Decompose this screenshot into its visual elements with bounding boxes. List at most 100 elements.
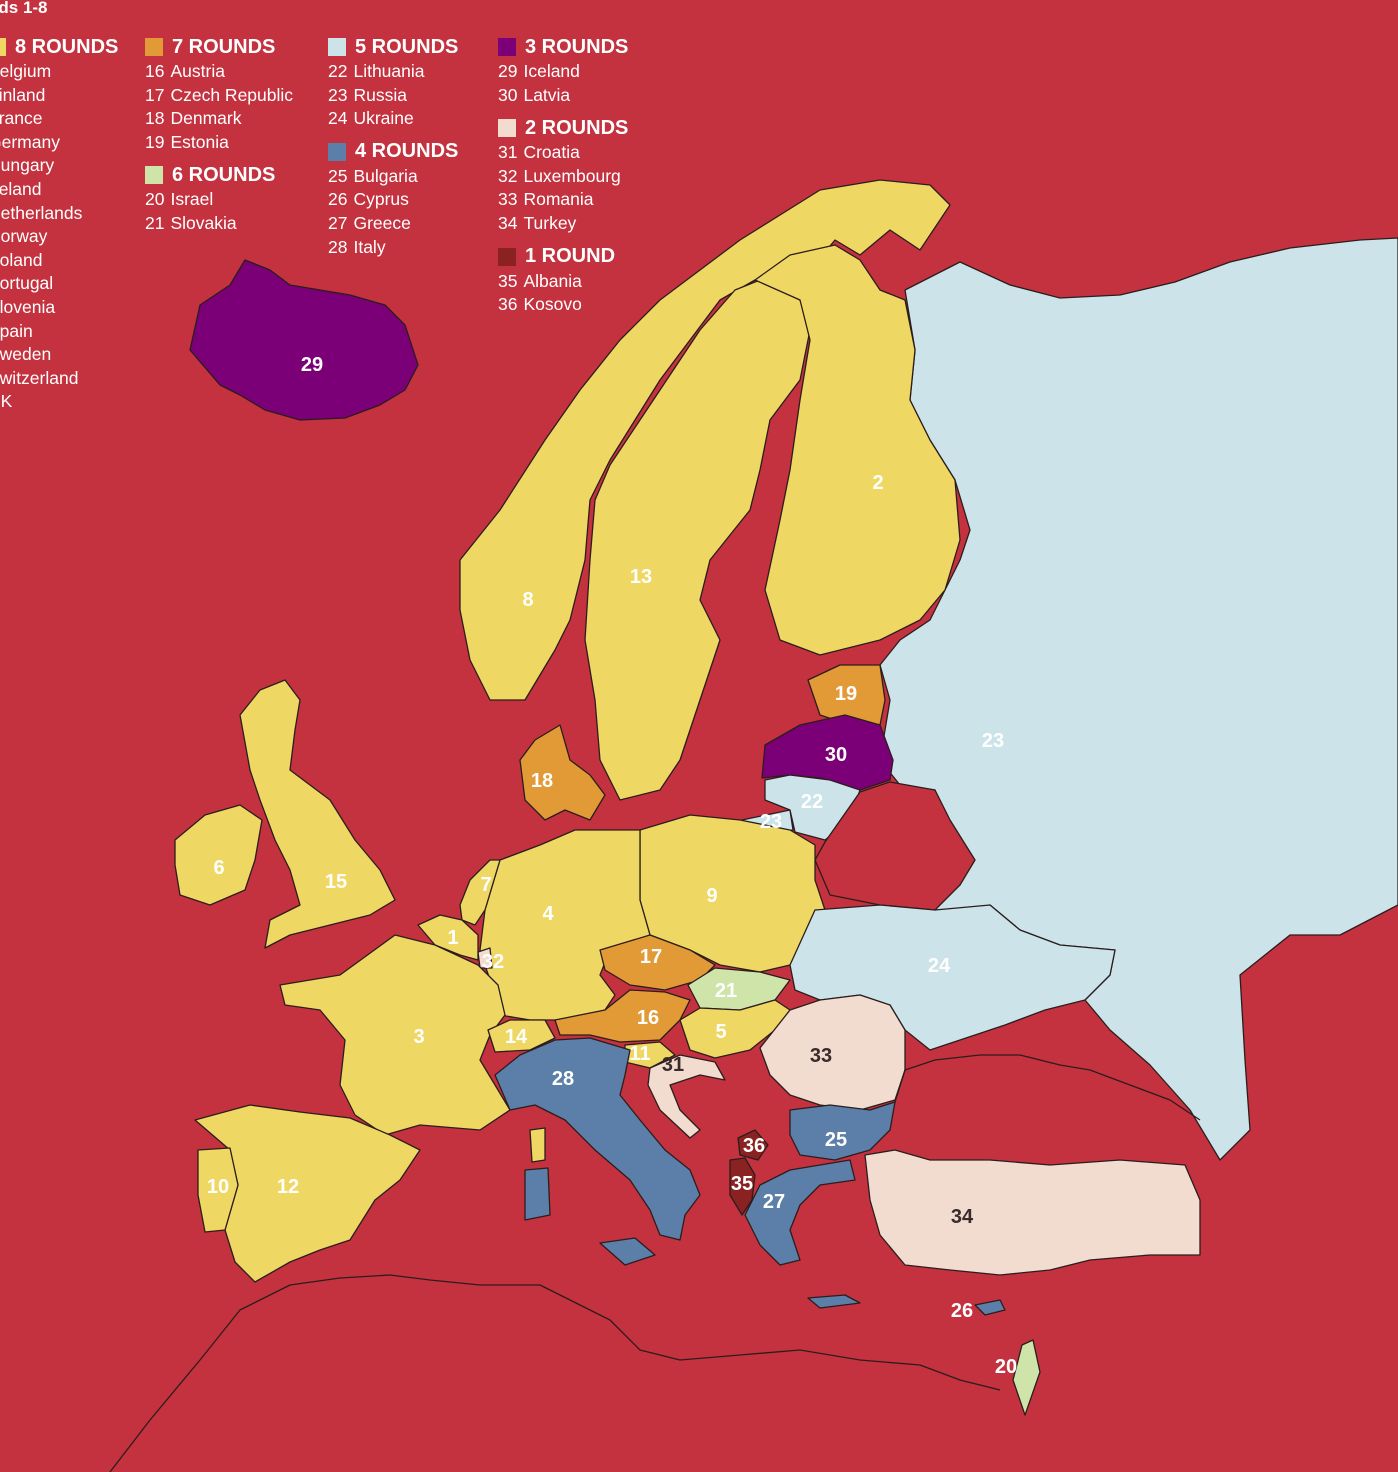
- legend-heading-label: 1 ROUND: [525, 245, 616, 268]
- legend-item-name: Italy: [353, 236, 386, 257]
- legend-item-name: Romania: [523, 189, 594, 210]
- legend-item-name: Cyprus: [353, 189, 409, 210]
- legend-item-name: Austria: [170, 61, 225, 81]
- country-turkey: [864, 1149, 1201, 1276]
- legend-item-name: Slovakia: [170, 212, 237, 233]
- legend-item-name: Ukraine: [353, 108, 414, 129]
- map-label: 10: [207, 1176, 229, 1198]
- legend-item: France: [0, 107, 118, 131]
- country-iceland: [189, 259, 419, 421]
- map-label: 14: [505, 1026, 528, 1048]
- country-croatia: [647, 1054, 726, 1139]
- map-label: 18: [531, 770, 553, 792]
- map-label: 22: [801, 791, 823, 813]
- map-label: 28: [552, 1068, 574, 1090]
- legend-heading-label: 7 ROUNDS: [172, 35, 276, 58]
- country-france: [279, 934, 511, 1136]
- legend-item-name: UK: [0, 391, 13, 412]
- legend-item-number: 21: [145, 212, 165, 233]
- legend-item-number: 36: [498, 294, 518, 315]
- legend-item-name: Latvia: [523, 84, 571, 105]
- map-label: 21: [715, 980, 737, 1002]
- map-label: 17: [640, 946, 662, 968]
- legend-heading-label: 2 ROUNDS: [525, 116, 629, 139]
- map-label: 32: [482, 951, 504, 973]
- country-germany: [479, 829, 651, 1021]
- legend-item-name: Bulgaria: [353, 165, 418, 186]
- legend-item: Slovenia: [0, 296, 118, 320]
- country-estonia: [807, 664, 886, 726]
- map-label: 35: [731, 1173, 753, 1195]
- legend-heading: 6 ROUNDS: [145, 162, 293, 188]
- map-label: 8: [522, 589, 533, 611]
- legend-heading-label: 3 ROUNDS: [525, 35, 629, 58]
- legend-item: Ireland: [0, 178, 118, 202]
- country-sweden: [584, 279, 811, 801]
- map-label: 29: [301, 354, 323, 376]
- island-corsica: [529, 1127, 546, 1163]
- legend-heading: 4 ROUNDS: [328, 139, 458, 165]
- map-label: 15: [325, 871, 347, 893]
- country-greece: [744, 1159, 856, 1266]
- legend-item-number: 27: [328, 212, 348, 233]
- legend-swatch: [0, 38, 6, 56]
- map-label: 31: [662, 1054, 684, 1076]
- legend-swatch: [145, 166, 163, 185]
- map-label: 23: [982, 730, 1004, 752]
- map-label: 3: [413, 1026, 424, 1048]
- map-label: 4: [542, 903, 554, 925]
- legend-item-number: 25: [328, 165, 348, 186]
- legend-item: Hungary: [0, 154, 118, 178]
- legend-item-number: 33: [498, 189, 518, 210]
- island-sicily: [599, 1237, 656, 1266]
- map-label: 33: [810, 1045, 832, 1067]
- country-italy: [494, 1037, 701, 1241]
- island-crete: [807, 1294, 861, 1309]
- map-label: 9: [706, 885, 717, 907]
- country-kosovo: [737, 1129, 769, 1161]
- legend-item-name: Turkey: [523, 212, 577, 233]
- map-label: 36: [743, 1135, 765, 1157]
- legend-item: Poland: [0, 249, 118, 273]
- legend-item-number: 34: [498, 212, 518, 233]
- legend-item-name: Croatia: [523, 142, 580, 163]
- legend-heading-label: 6 ROUNDS: [172, 163, 276, 186]
- country-shapes: [109, 179, 1398, 1472]
- legend-swatch: [498, 119, 516, 138]
- map-label: 34: [951, 1206, 974, 1228]
- country-denmark: [519, 724, 606, 821]
- legend-item-name: Russia: [353, 84, 407, 105]
- legend-swatch: [498, 247, 516, 266]
- legend-item-name: Israel: [170, 189, 214, 210]
- map-label: 5: [715, 1021, 726, 1043]
- legend-item-number: 16: [145, 61, 165, 81]
- legend-heading-label: 5 ROUNDS: [355, 35, 459, 58]
- legend-item: Germany: [0, 131, 118, 155]
- country-belarus: [814, 781, 976, 911]
- legend-item-name: Slovenia: [0, 296, 56, 317]
- country-cyprus: [974, 1299, 1006, 1316]
- legend-item-name: Denmark: [170, 108, 242, 129]
- legend-heading-label: 4 ROUNDS: [355, 140, 459, 163]
- map-label: 25: [825, 1129, 847, 1151]
- legend-item-name: Albania: [523, 270, 582, 291]
- map-label: 19: [835, 683, 857, 705]
- map-label: 27: [763, 1191, 785, 1213]
- legend-item-number: 17: [145, 84, 165, 105]
